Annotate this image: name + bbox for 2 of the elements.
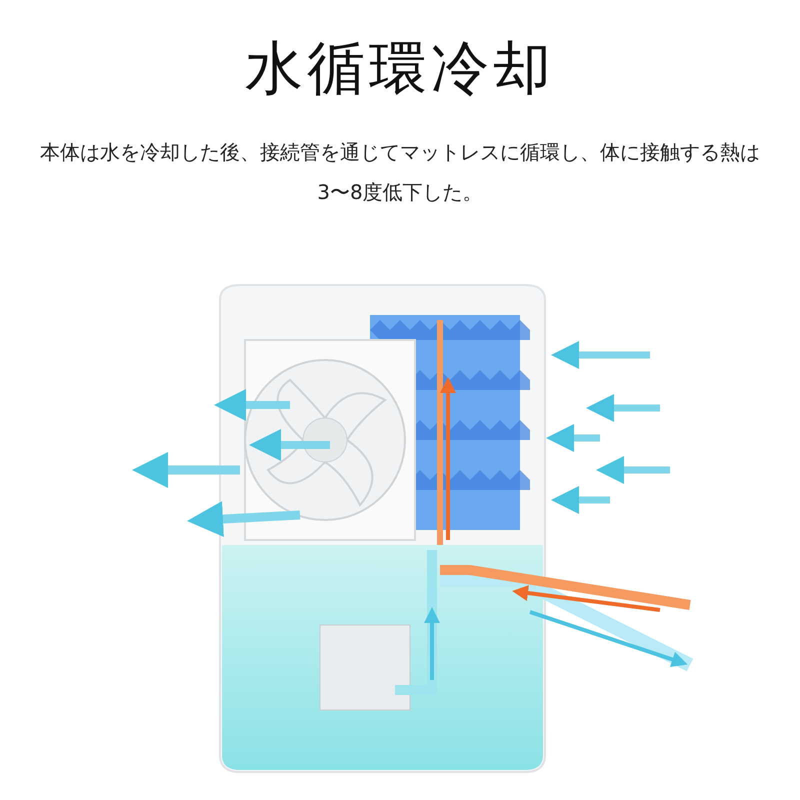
caption: 本体は水を冷却した後、接続管を通じてマットレスに循環し、体に接触する熱は3〜8度低下した。	[40, 139, 760, 206]
title: 水循環冷却	[245, 33, 555, 104]
